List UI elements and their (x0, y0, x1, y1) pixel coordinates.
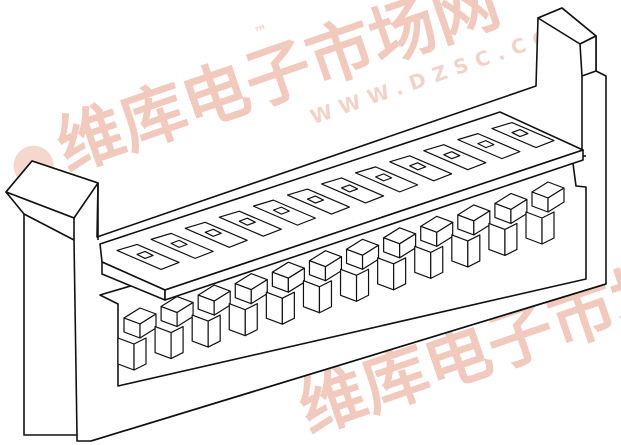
contact-body-front (451, 234, 469, 268)
contact-body-front (488, 222, 506, 257)
pin-hole (375, 173, 393, 182)
contact (488, 192, 528, 257)
contact-body-front (525, 211, 543, 245)
contact (228, 273, 268, 337)
contact (414, 215, 454, 279)
contact-body-front (228, 303, 246, 337)
pin (218, 210, 282, 237)
contact-body-side (244, 303, 258, 337)
contact-body-side (467, 234, 481, 268)
contact-body-side (133, 337, 147, 371)
right-latch-front (579, 35, 597, 77)
contact (339, 238, 380, 302)
pin-hole (204, 228, 222, 237)
contact-body-side (541, 211, 555, 245)
left-wall-edge (73, 239, 78, 436)
contact-body-front (377, 257, 395, 291)
pin (116, 243, 180, 271)
contact-body-side (207, 314, 221, 348)
contact (117, 307, 157, 371)
contact-body-side (504, 222, 518, 257)
pin (252, 199, 316, 226)
contact-body-side (318, 280, 333, 314)
pin-hole (272, 206, 290, 215)
pin (286, 188, 351, 215)
pin-hole (340, 184, 359, 193)
pin (457, 133, 521, 160)
contact-body-side (355, 268, 370, 302)
contact (191, 284, 231, 348)
pin (355, 166, 419, 193)
base-edge (90, 283, 607, 442)
contact-body-side (170, 325, 184, 360)
contact-body-side (281, 291, 295, 325)
pin (320, 177, 385, 204)
contact (154, 295, 194, 360)
contact-body-front (302, 280, 321, 314)
contact-body-side (430, 245, 444, 279)
contact-head-side (547, 187, 565, 213)
contact (302, 250, 343, 314)
contact-body-front (117, 337, 135, 371)
pin (491, 121, 555, 149)
contact-body-front (191, 314, 209, 348)
pin-hole (306, 195, 325, 204)
pins (116, 121, 555, 271)
contact (525, 181, 565, 245)
pin-hole (443, 151, 461, 160)
contact-body-front (339, 268, 358, 302)
pin-hole (170, 239, 188, 248)
contact-body-front (265, 291, 283, 325)
pin-hole (511, 128, 529, 138)
contact (451, 204, 491, 268)
contact (377, 227, 417, 291)
pin-hole (477, 140, 495, 149)
watermark-trademark: ™ (252, 22, 270, 42)
pin-strip-front (164, 149, 584, 301)
contacts (117, 181, 565, 371)
contact-body-front (154, 325, 172, 360)
pin-hole (136, 250, 154, 260)
pin (150, 232, 214, 259)
contact (265, 261, 305, 325)
contact-body-front (414, 245, 432, 279)
pin (423, 144, 487, 171)
pin (389, 155, 453, 182)
pin (184, 221, 248, 248)
pin-hole (238, 217, 256, 226)
contact-body-side (393, 257, 407, 291)
pin-hole (409, 162, 427, 171)
